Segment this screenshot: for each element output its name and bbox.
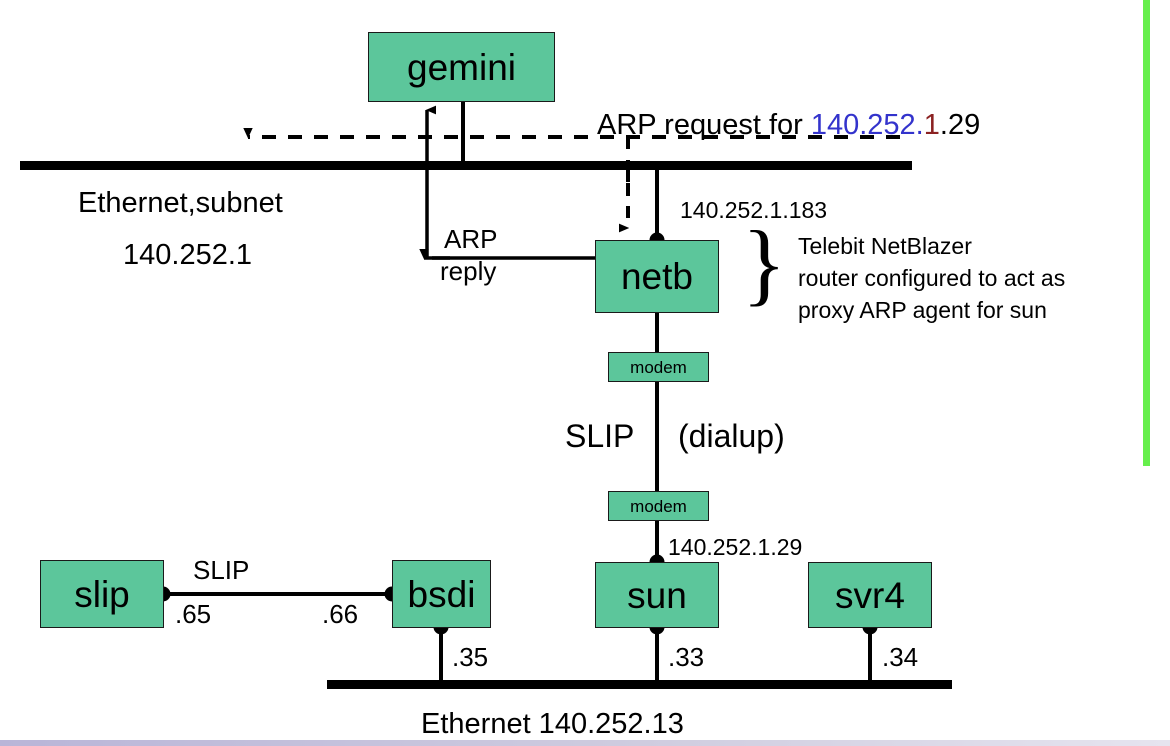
annotation-line3: proxy ARP agent for sun [798,297,1047,323]
top-ethernet-bus [20,161,912,170]
host-label-gemini: gemini [407,46,516,88]
sun-ethernet-port-label: .33 [668,642,705,672]
host-box-sun[interactable]: sun [595,562,719,628]
annotation-line2: router configured to act as [798,265,1066,291]
host-label-netb: netb [620,256,693,297]
arp-reply-label-line1: ARP [444,224,498,254]
arp-request-ip-host: .29 [939,109,981,141]
bottom-ethernet-bus [327,680,952,689]
host-box-netb[interactable]: netb [595,240,719,313]
arp-request-prefix: ARP request for [597,109,811,141]
top-bus-network-label-line2: 140.252.1 [123,239,253,271]
slip-dialup-label-left: SLIP [565,418,635,454]
bsdi-ethernet-port-label: .35 [452,642,489,672]
slip-dialup-label-right: (dialup) [678,418,785,454]
host-box-slip[interactable]: slip [40,560,164,628]
host-box-svr4[interactable]: svr4 [808,562,932,628]
host-box-bsdi[interactable]: bsdi [392,560,491,628]
bottom-lavender-band [0,740,1170,746]
arp-reply-label-line2: reply [440,256,497,286]
host-label-slip: slip [74,573,130,615]
svr4-ethernet-port-label: .34 [882,642,919,672]
arp-request-ip-subnet: 1 [923,109,940,141]
bsdi-slip-port-label: .66 [322,599,359,629]
bottom-bus-network-label: Ethernet 140.252.13 [421,708,684,740]
host-box-gemini[interactable]: gemini [368,32,555,102]
modem-label-top: modem [630,357,687,377]
host-label-svr4: svr4 [835,574,905,616]
slip-link-label: SLIP [193,555,250,585]
modem-label-bottom: modem [630,496,687,516]
annotation-brace: } [742,212,787,314]
modem-box-top[interactable]: modem [608,352,709,382]
slip-port-label: .65 [175,599,212,629]
green-vertical-rule [1143,0,1150,466]
host-label-sun: sun [627,574,687,616]
netb-address-label: 140.252.1.183 [680,197,828,223]
sun-address-label: 140.252.1.29 [668,534,803,560]
host-label-bsdi: bsdi [407,573,476,615]
arp-request-label: ARP request for 140.252.1.29 [597,110,980,140]
annotation-line1: Telebit NetBlazer [798,233,972,259]
top-bus-network-label-line1: Ethernet,subnet [78,187,283,219]
modem-box-bottom[interactable]: modem [608,491,709,521]
arp-request-ip-prefix: 140.252. [810,109,924,141]
